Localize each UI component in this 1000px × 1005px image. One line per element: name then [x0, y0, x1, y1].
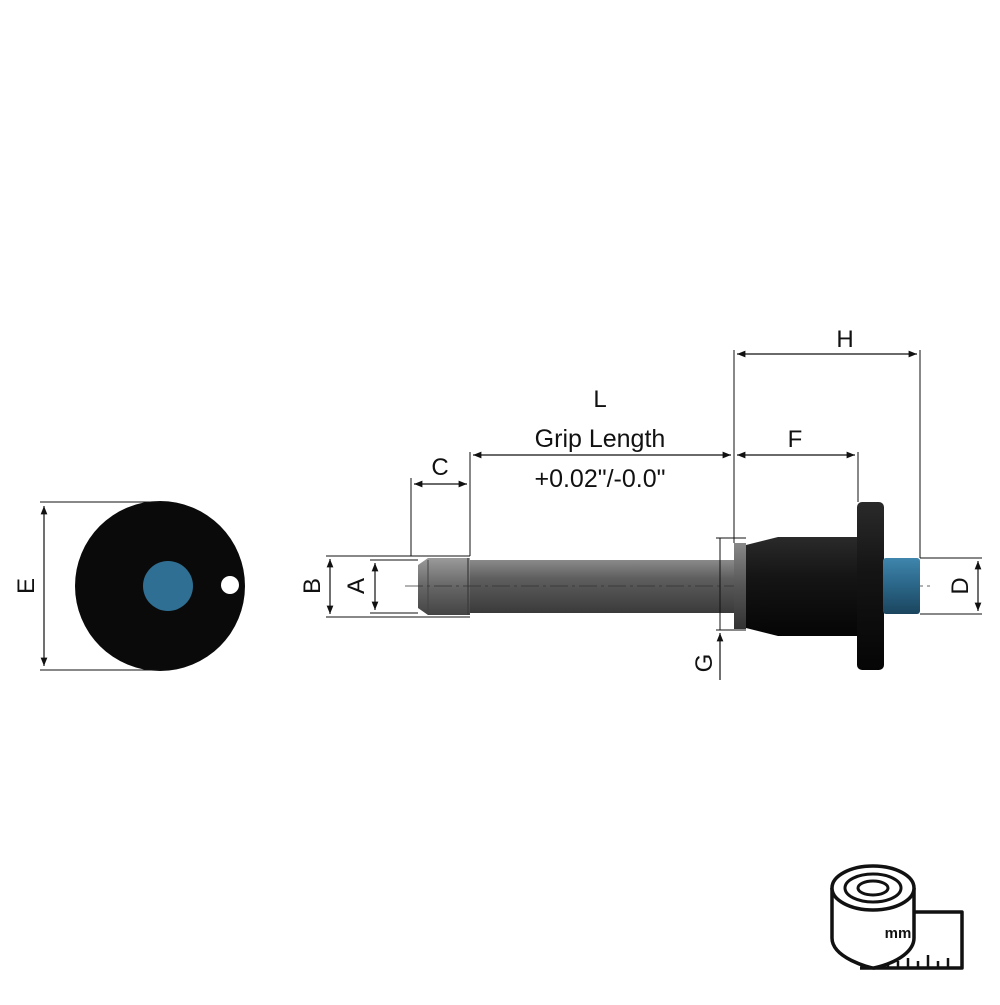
- label-H: H: [836, 326, 853, 353]
- label-B: B: [299, 578, 326, 594]
- dimension-F: F: [737, 426, 859, 502]
- label-L: L: [593, 386, 606, 413]
- unit-label: mm: [885, 925, 912, 942]
- dimension-B: B: [299, 555, 470, 618]
- side-view: [405, 502, 930, 670]
- grip-length-label: Grip Length: [535, 425, 666, 453]
- release-button-end: [143, 561, 193, 611]
- dimension-H: H: [733, 326, 921, 558]
- label-C: C: [431, 454, 448, 481]
- dimension-E: E: [13, 501, 160, 671]
- label-F: F: [788, 426, 803, 453]
- label-E: E: [13, 578, 40, 594]
- handle-body: [746, 537, 858, 636]
- pin-shaft: [465, 560, 735, 613]
- dimension-C: C: [410, 452, 471, 556]
- label-A: A: [343, 578, 370, 594]
- pin-collar: [734, 543, 746, 629]
- dimension-L: L Grip Length +0.02"/-0.0": [473, 386, 735, 543]
- release-button-side: [883, 558, 920, 614]
- dimension-D: D: [920, 557, 982, 615]
- dimension-A: A: [343, 559, 418, 614]
- dimension-G: G: [691, 537, 746, 680]
- tape-measure-icon: mm: [830, 864, 964, 970]
- label-G: G: [691, 654, 718, 673]
- end-view: [75, 501, 245, 671]
- grip-tolerance-label: +0.02"/-0.0": [534, 465, 665, 493]
- handle-flange: [857, 502, 884, 670]
- pin-tip: [418, 558, 470, 615]
- lanyard-hole: [221, 576, 239, 594]
- label-D: D: [947, 577, 974, 594]
